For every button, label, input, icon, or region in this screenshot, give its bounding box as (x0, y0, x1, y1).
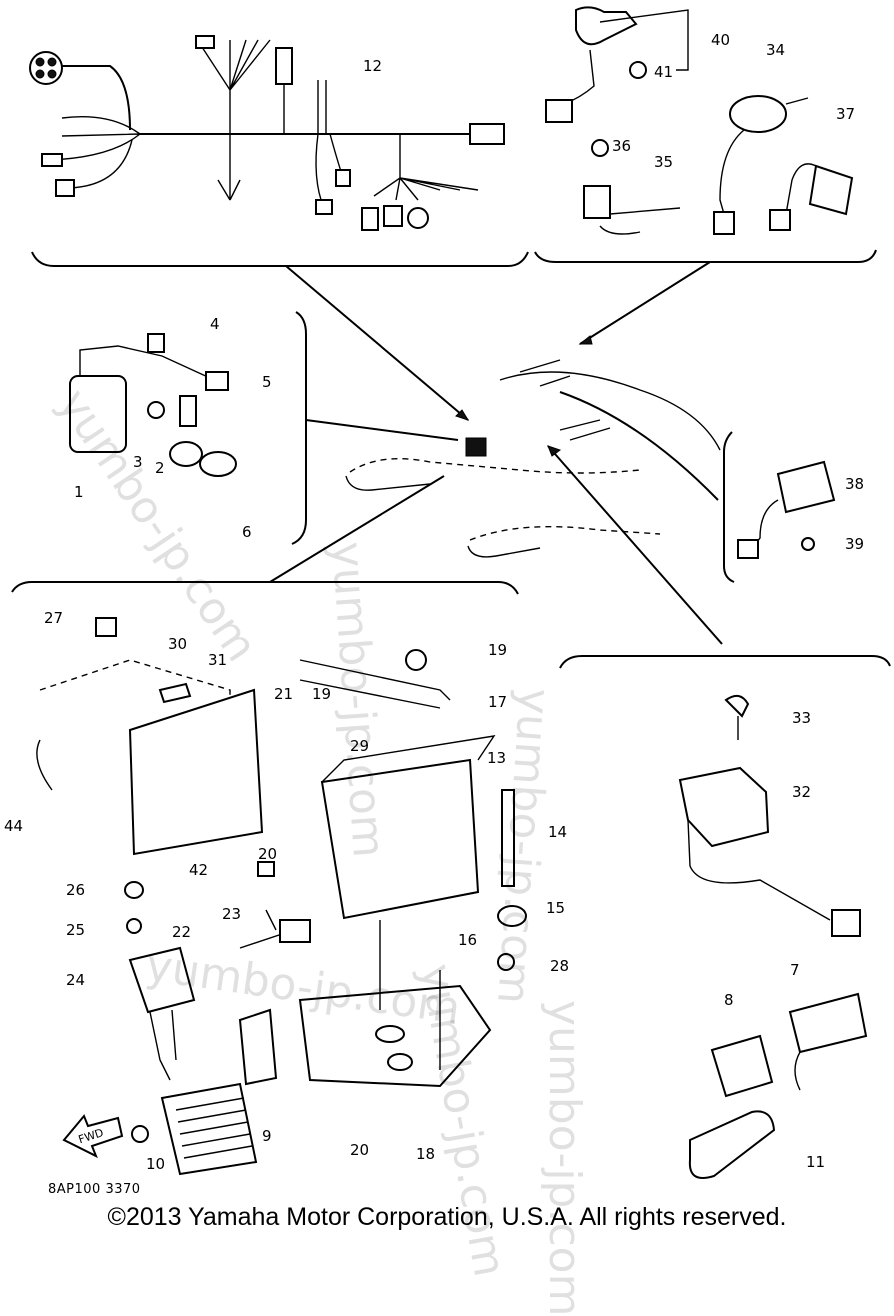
callout-31: 30 (168, 635, 188, 653)
callout-40: 39 (845, 535, 865, 553)
callout-21: 20 (350, 1141, 370, 1159)
vehicle-outline (345, 359, 721, 558)
callout-13: 13 (487, 749, 507, 767)
callout-32: 31 (208, 651, 228, 669)
callout-36: 35 (654, 153, 674, 171)
callout-9: 9 (262, 1127, 272, 1145)
callout-17: 17 (488, 693, 508, 711)
rectifier-icon (131, 1082, 258, 1176)
callout-8: 8 (724, 991, 734, 1009)
callout-19b: 19 (312, 685, 332, 703)
callout-42: 41 (654, 63, 674, 81)
callout-39: 38 (845, 475, 865, 493)
callout-11: 11 (806, 1153, 826, 1171)
callout-5: 5 (262, 373, 272, 391)
callout-24: 23 (222, 905, 242, 923)
callout-26: 25 (66, 921, 86, 939)
callout-15: 15 (546, 899, 566, 917)
callout-41: 40 (711, 31, 731, 49)
callout-28: 27 (44, 609, 64, 627)
callout-14: 14 (548, 823, 568, 841)
group-brackets (11, 249, 891, 669)
callout-43: 42 (189, 861, 209, 879)
callout-37: 36 (612, 137, 632, 155)
callout-34: 33 (792, 709, 812, 727)
callout-38: 37 (836, 105, 856, 123)
fwd-arrow-icon: FWD (62, 1114, 124, 1159)
callout-33: 32 (792, 783, 812, 801)
callout-30: 29 (350, 737, 370, 755)
callout-25: 24 (66, 971, 86, 989)
callout-16: 16 (458, 931, 478, 949)
ignition-coil-icon (69, 333, 237, 477)
leader-lines (269, 261, 723, 645)
watermark: yumbo-jp.com (539, 1000, 590, 1316)
wire-harness-icon (29, 35, 505, 231)
callout-44: 44 (4, 817, 24, 835)
callout-2: 2 (155, 459, 165, 477)
callout-27: 26 (66, 881, 86, 899)
relay-icon (737, 460, 836, 559)
callout-7: 7 (790, 961, 800, 979)
callout-35: 34 (766, 41, 786, 59)
callout-3: 3 (133, 453, 143, 471)
electrical-parts-diagram: FWD (11, 6, 891, 1179)
battery-icon (36, 617, 527, 1088)
copyright-notice: ©2013 Yamaha Motor Corporation, U.S.A. A… (107, 1203, 787, 1231)
callout-1: 1 (74, 483, 84, 501)
callout-12: 12 (363, 57, 383, 75)
callout-23: 22 (172, 923, 192, 941)
callout-10: 10 (146, 1155, 166, 1173)
callout-20: 20 (258, 845, 278, 863)
cdi-unit-group (678, 694, 868, 1179)
callout-19a: 19 (488, 641, 508, 659)
callout-4: 4 (210, 315, 220, 333)
switch-icon (545, 6, 854, 235)
callout-6: 6 (242, 523, 252, 541)
callout-29: 28 (550, 957, 570, 975)
callout-22: 21 (274, 685, 294, 703)
callout-18: 18 (416, 1145, 436, 1163)
part-code: 8AP100 3370 (48, 1182, 141, 1197)
